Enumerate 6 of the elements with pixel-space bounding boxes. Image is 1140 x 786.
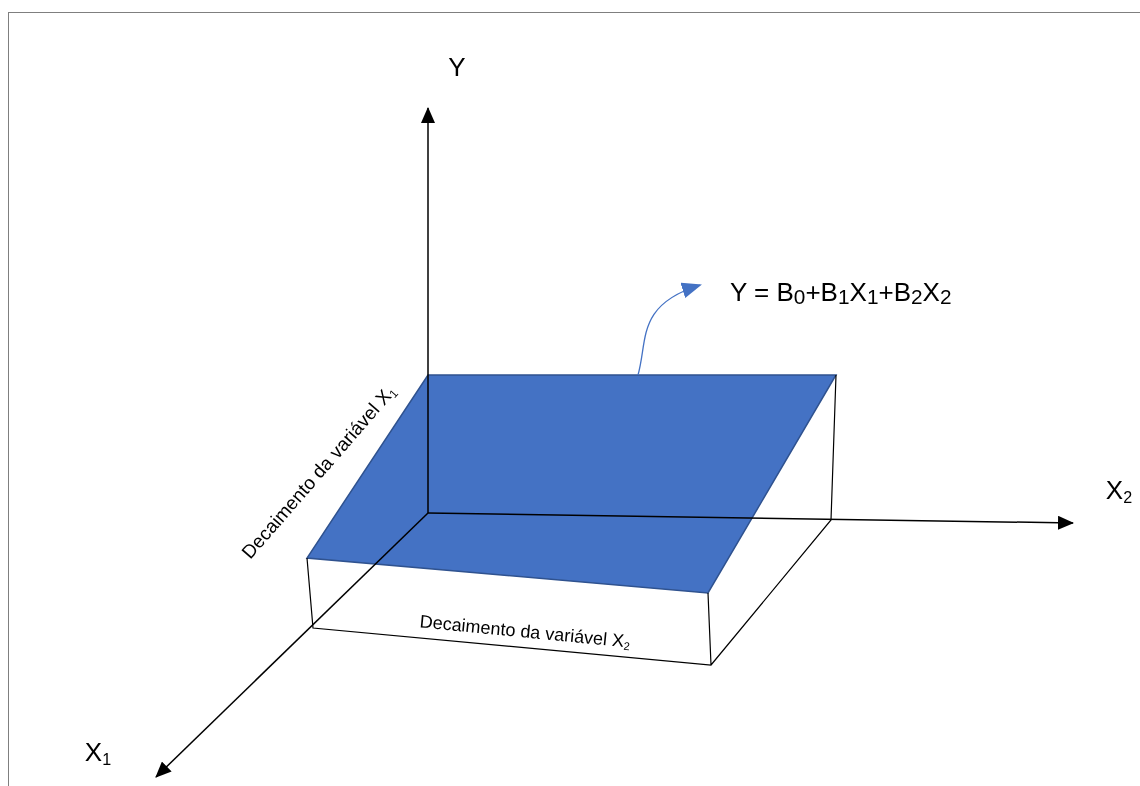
axis-label: Decaimento da variável X$_{2}$ bbox=[418, 611, 632, 653]
curved-arrow bbox=[637, 283, 702, 376]
axis-label: X$_{2}$ bbox=[1105, 474, 1133, 506]
equation-text: Y = B$_{0}$+B$_{1}$X$_{1}$+B$_{2}$X$_{2}$ bbox=[729, 276, 952, 311]
axis-label: X$_{1}$ bbox=[84, 736, 112, 768]
axis-label: Y bbox=[448, 51, 466, 83]
